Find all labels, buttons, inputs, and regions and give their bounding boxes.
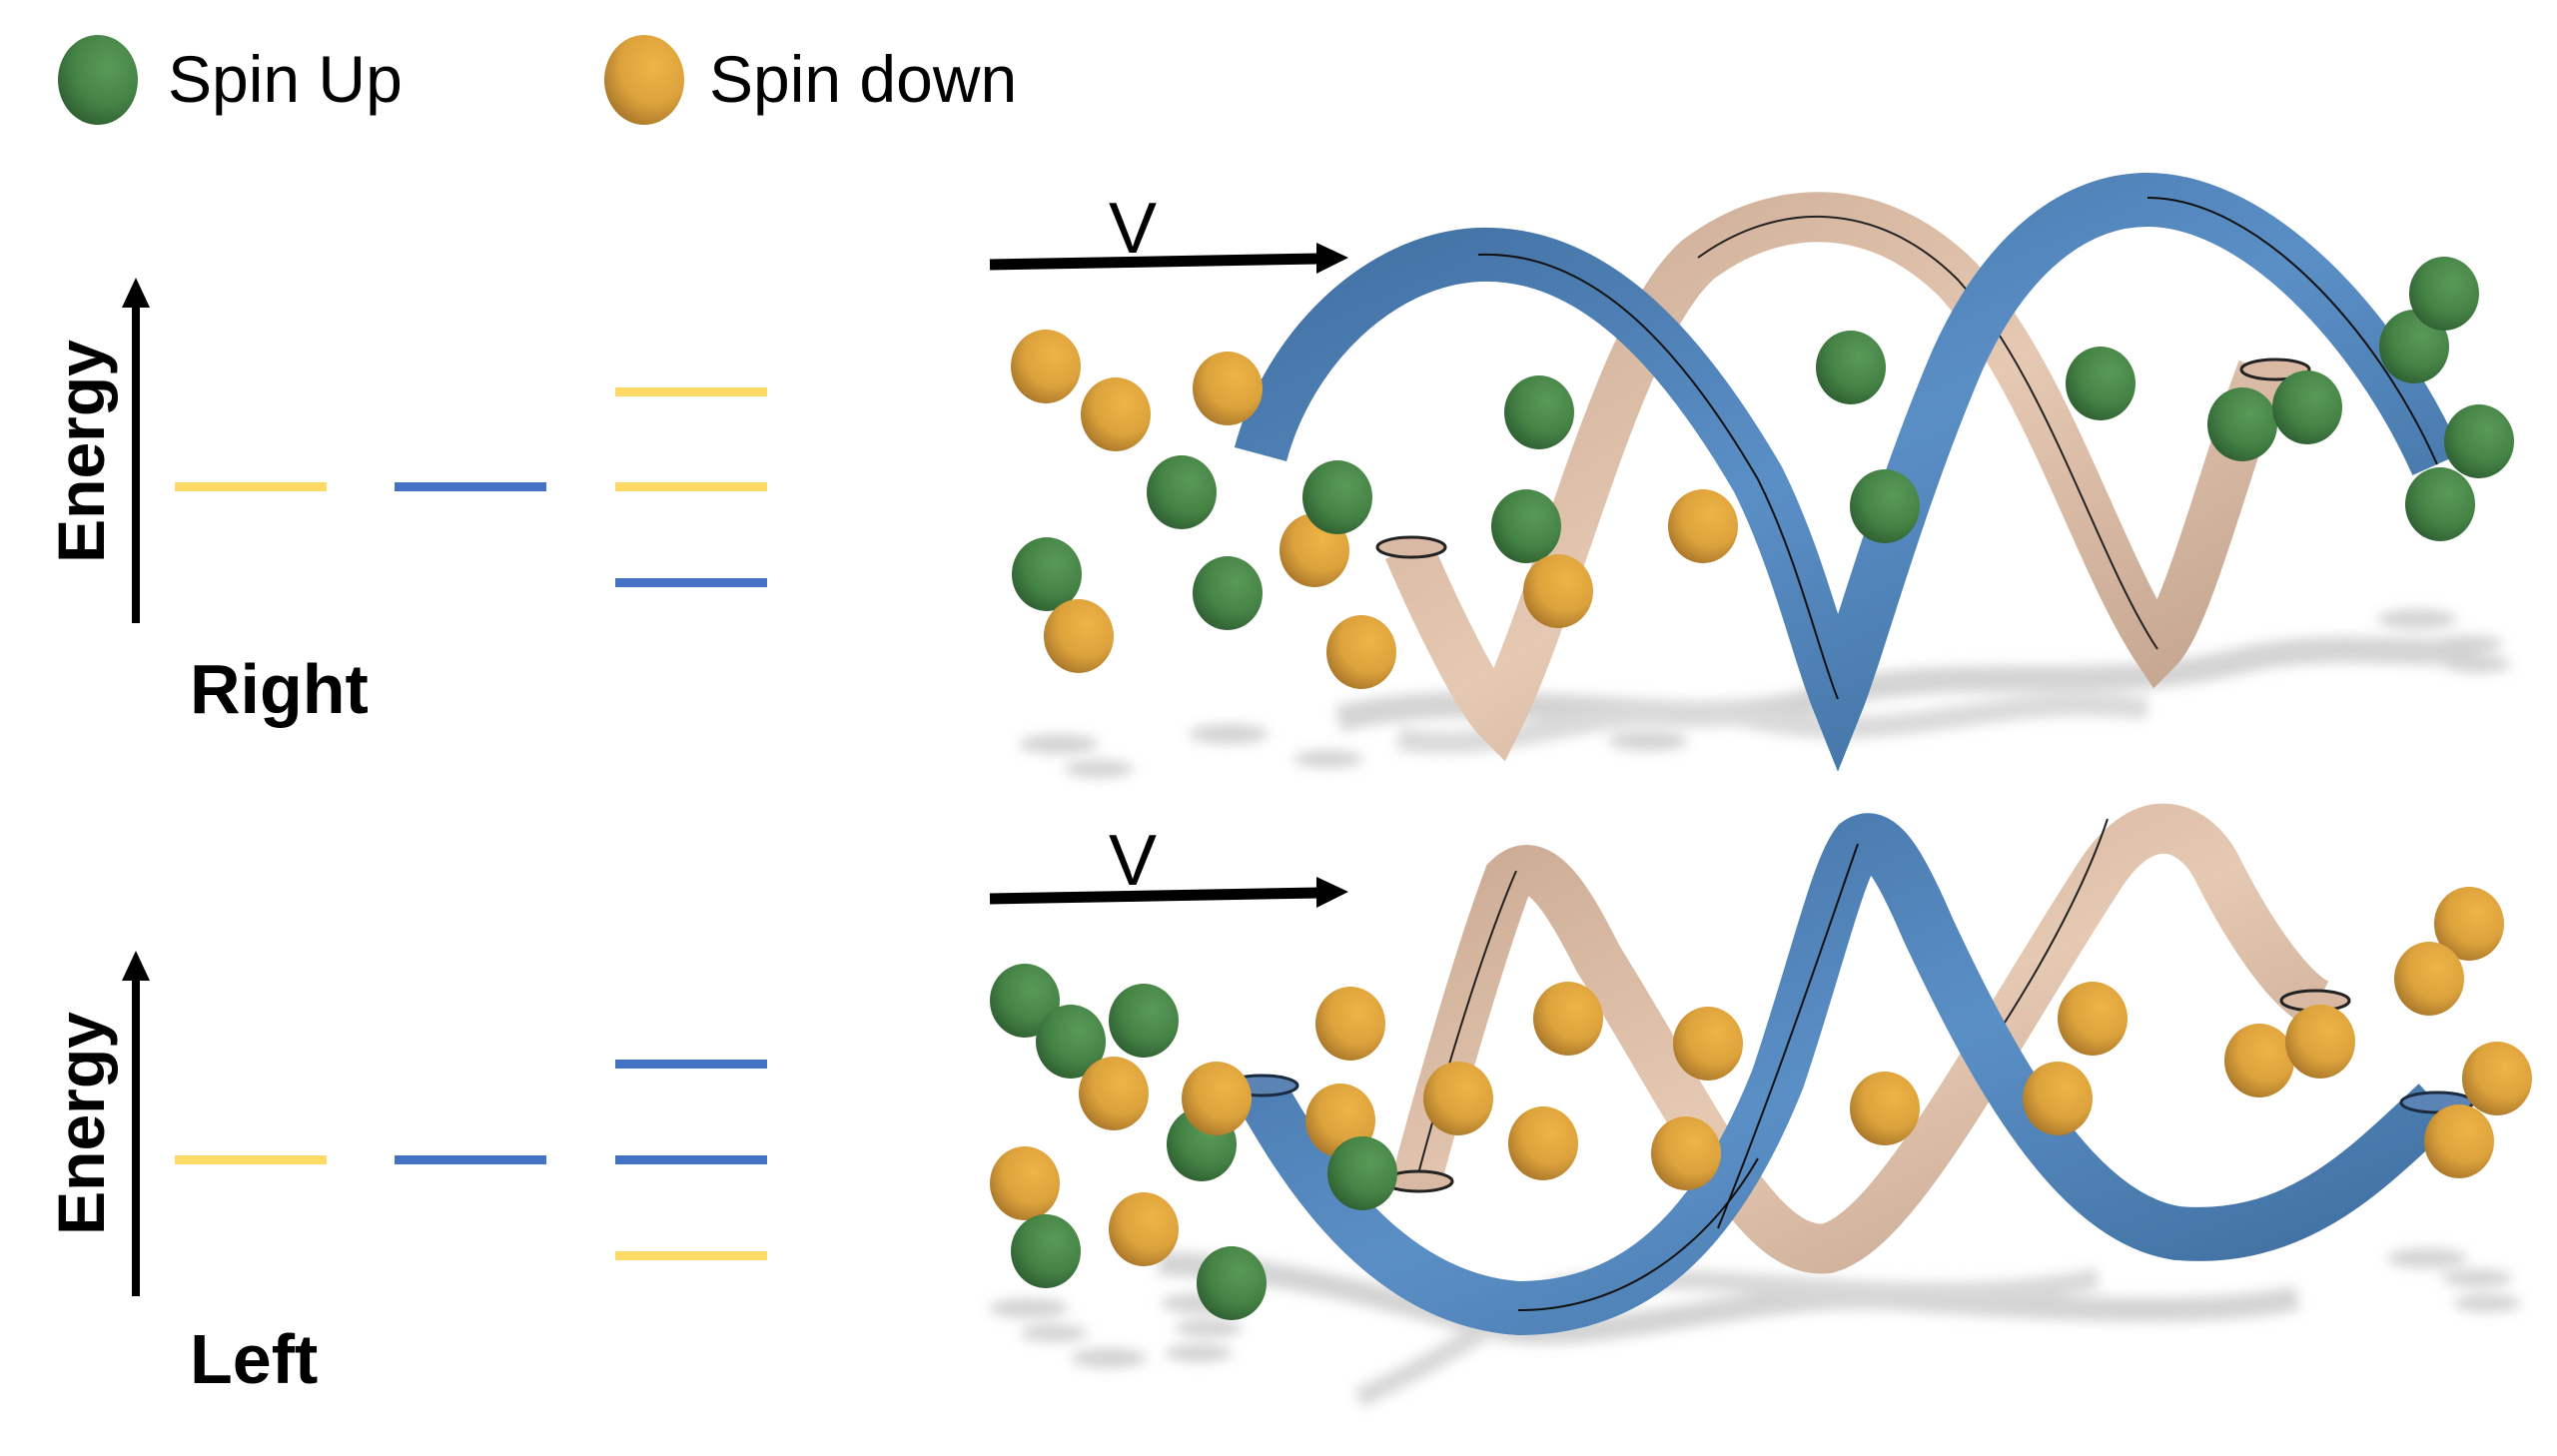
legend-label-spin-up: Spin Up: [168, 42, 403, 116]
tan-strand-end-cap: [1375, 535, 1447, 559]
velocity-label: V: [1109, 189, 1157, 269]
spin-down-electron: [1044, 599, 1114, 673]
spin-down-electron: [1315, 987, 1385, 1061]
energy-level-blue-upper: [615, 1060, 767, 1069]
spin-up-electron: [1327, 1136, 1397, 1210]
energy-level-yellow-lower: [615, 1251, 767, 1260]
panel-label-left: Left: [190, 1320, 318, 1398]
velocity-label: V: [1109, 821, 1157, 901]
spin-up-electron: [1504, 375, 1574, 449]
spin-down-electron: [1423, 1062, 1493, 1135]
spin-up-electron: [2405, 467, 2475, 541]
spin-up-electron: [1850, 469, 1920, 543]
spin-down-electron: [1673, 1007, 1743, 1081]
energy-level-yellow-middle: [615, 482, 767, 491]
spin-down-electron: [2023, 1062, 2093, 1135]
velocity-arrowhead-icon: [1316, 877, 1348, 908]
energy-level-yellow: [175, 482, 327, 491]
energy-level-blue: [395, 482, 546, 491]
spin-down-electron: [1326, 615, 1396, 689]
spin-down-electron: [2285, 1005, 2355, 1079]
legend-label-spin-down: Spin down: [709, 42, 1017, 116]
spin-up-electron: [2207, 387, 2277, 461]
spin-down-electron: [1651, 1116, 1721, 1190]
panel-label-right: Right: [190, 650, 369, 728]
energy-level-yellow: [175, 1155, 327, 1164]
spin-down-electron: [1182, 1062, 1252, 1135]
energy-panel-left: Energy Left: [44, 951, 767, 1398]
spin-up-electron: [1109, 984, 1179, 1058]
spin-up-electron: [1197, 1246, 1267, 1320]
velocity-arrow: [989, 887, 1319, 905]
spin-down-electron: [2224, 1024, 2294, 1097]
spin-down-electron: [1011, 330, 1081, 403]
energy-level-blue-lower: [615, 578, 767, 587]
spin-down-electron: [2394, 942, 2464, 1016]
spin-down-electron: [2434, 887, 2504, 961]
spin-down-electron: [1081, 377, 1151, 451]
energy-level-yellow-upper: [615, 387, 767, 396]
spin-up-electron: [2409, 257, 2479, 331]
velocity-arrow: [989, 253, 1319, 271]
spin-down-electron: [1668, 489, 1738, 563]
helix-scene-left: V: [989, 803, 2532, 1408]
spin-up-electron: [2444, 404, 2514, 478]
spin-down-electron: [2424, 1104, 2494, 1178]
velocity-arrowhead-icon: [1316, 243, 1348, 274]
legend: Spin Up Spin down: [58, 35, 1017, 125]
energy-level-blue: [395, 1155, 546, 1164]
spin-up-electron: [1816, 331, 1886, 404]
helix-scene-right: V: [989, 172, 2514, 778]
energy-panel-right: Energy Right: [44, 278, 767, 728]
spin-up-electron: [1011, 1214, 1081, 1288]
spin-up-electron: [2272, 370, 2342, 444]
spin-down-electron: [1523, 554, 1593, 628]
spin-down-electron: [1193, 352, 1263, 425]
floor-shadows: [1019, 609, 2511, 778]
energy-axis-label: Energy: [44, 1012, 118, 1235]
spin-down-electron: [1508, 1106, 1578, 1180]
energy-axis-arrowhead-icon: [122, 951, 150, 981]
spin-up-electron: [1302, 460, 1372, 534]
spin-up-electron: [1012, 537, 1082, 611]
spin-up-electron: [1036, 1005, 1106, 1079]
spin-down-electron: [1109, 1192, 1179, 1266]
spin-down-legend-sphere: [604, 35, 684, 125]
energy-level-blue-middle: [615, 1155, 767, 1164]
spin-up-electron: [1491, 489, 1561, 563]
spin-down-electron: [990, 1146, 1060, 1220]
spin-down-electron: [1079, 1057, 1149, 1130]
helix-strand-blue: [1235, 813, 2456, 1336]
spin-up-legend-sphere: [58, 35, 138, 125]
spin-up-electron: [990, 964, 1060, 1038]
helix-strand-tan: [1391, 803, 2330, 1274]
electron-spheres: [990, 887, 2532, 1320]
spin-up-electron: [1147, 455, 1217, 529]
electron-spheres: [1011, 257, 2514, 689]
energy-axis-arrowhead-icon: [122, 278, 150, 308]
spin-up-electron: [2066, 347, 2135, 420]
spin-down-electron: [1850, 1072, 1920, 1145]
spin-down-electron: [1533, 982, 1603, 1056]
energy-axis-label: Energy: [44, 340, 118, 563]
spin-up-electron: [1193, 556, 1263, 630]
spin-down-electron: [2462, 1042, 2532, 1115]
spin-down-electron: [2058, 982, 2128, 1056]
